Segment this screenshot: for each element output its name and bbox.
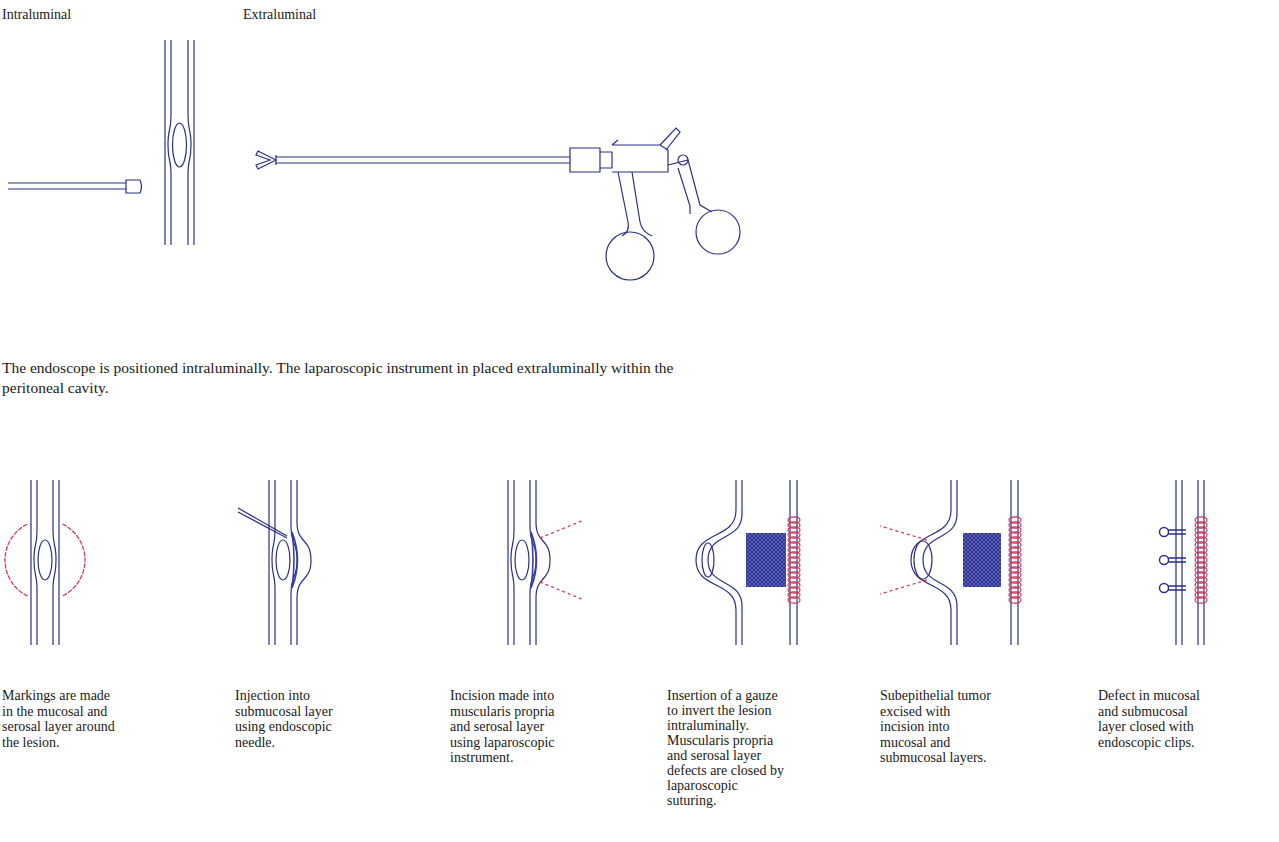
- inversion-step: [696, 480, 800, 645]
- outline: [268, 480, 269, 645]
- marking-step: [5, 480, 85, 645]
- outline: [8, 183, 126, 189]
- step-caption: Markings are made in the mucosal and ser…: [2, 688, 120, 750]
- step-caption: Injection into submucosal layer using en…: [235, 688, 353, 750]
- outline: [34, 480, 37, 645]
- outline: [291, 480, 297, 645]
- caption-block: Intraluminal: [2, 6, 202, 23]
- step-caption: Insertion of a gauze to invert the lesio…: [667, 688, 789, 808]
- endoscopic-clip: [1160, 556, 1187, 565]
- incision-line: [540, 520, 584, 538]
- endoscopic-clip: [1160, 584, 1187, 593]
- caption-block: Subepithelial tumor excised with incisio…: [880, 688, 998, 766]
- step-caption: The endoscope is positioned intraluminal…: [2, 358, 722, 398]
- caption-block: Defect in mucosal and submucosal layer c…: [1098, 688, 1216, 750]
- outline: [570, 148, 600, 172]
- outline: [297, 480, 311, 645]
- outline: [660, 128, 680, 150]
- excision-step: [880, 480, 1021, 645]
- outline: [272, 480, 275, 645]
- step-caption: Subepithelial tumor excised with incisio…: [880, 688, 998, 766]
- suture-coil: [788, 517, 800, 603]
- outline: [708, 480, 742, 645]
- view-label: Intraluminal: [2, 6, 202, 23]
- outline: [536, 480, 550, 645]
- outline: [1168, 530, 1186, 534]
- outline: [923, 480, 957, 645]
- caption-block: Incision made into muscularis propria an…: [450, 688, 568, 766]
- outline: [188, 40, 191, 245]
- incision-step: [508, 480, 584, 645]
- step-caption: Incision made into muscularis propria an…: [450, 688, 568, 766]
- outline: [168, 40, 171, 245]
- endoscopic-clip: [1160, 528, 1187, 537]
- injection-step: [238, 480, 311, 645]
- closure-step: [1160, 480, 1208, 645]
- outline: [256, 151, 276, 169]
- incision-line: [880, 580, 927, 594]
- laparoscopic-instrument: [256, 128, 740, 280]
- incision-line: [880, 526, 927, 540]
- outline: [126, 180, 142, 193]
- outline: [696, 480, 736, 645]
- outline: [911, 480, 951, 645]
- incision-line: [540, 582, 584, 600]
- outline: [193, 40, 194, 245]
- view-label: Extraluminal: [243, 6, 443, 23]
- marking-line: [62, 524, 85, 596]
- outline: [30, 480, 31, 645]
- outline: [507, 480, 508, 645]
- outline: [511, 480, 514, 645]
- suture-coil: [1009, 517, 1021, 603]
- outline: [1168, 586, 1186, 590]
- gauze: [746, 533, 786, 587]
- outline: [612, 140, 668, 172]
- step-caption: Defect in mucosal and submucosal layer c…: [1098, 688, 1216, 750]
- outline: [276, 155, 570, 165]
- gauze: [963, 533, 1001, 587]
- outline: [530, 480, 536, 645]
- outline: [53, 480, 56, 645]
- submucosal-lift: [531, 532, 537, 588]
- outline: [618, 172, 652, 236]
- endoscopic-needle: [238, 508, 287, 538]
- outline: [1168, 558, 1186, 562]
- submucosal-lift: [292, 532, 298, 588]
- suture-coil: [1195, 517, 1207, 603]
- outline: [58, 480, 59, 645]
- outline: [600, 152, 612, 168]
- caption-block: Injection into submucosal layer using en…: [235, 688, 353, 750]
- marking-line: [5, 524, 28, 596]
- endoscope: [8, 180, 142, 193]
- caption-block: Extraluminal: [243, 6, 443, 23]
- caption-block: Markings are made in the mucosal and ser…: [2, 688, 120, 750]
- outline: [668, 160, 712, 214]
- caption-block: The endoscope is positioned intraluminal…: [2, 358, 722, 398]
- outline: [164, 40, 165, 245]
- caption-block: Insertion of a gauze to invert the lesio…: [667, 688, 789, 808]
- bowel-wall: [165, 40, 194, 245]
